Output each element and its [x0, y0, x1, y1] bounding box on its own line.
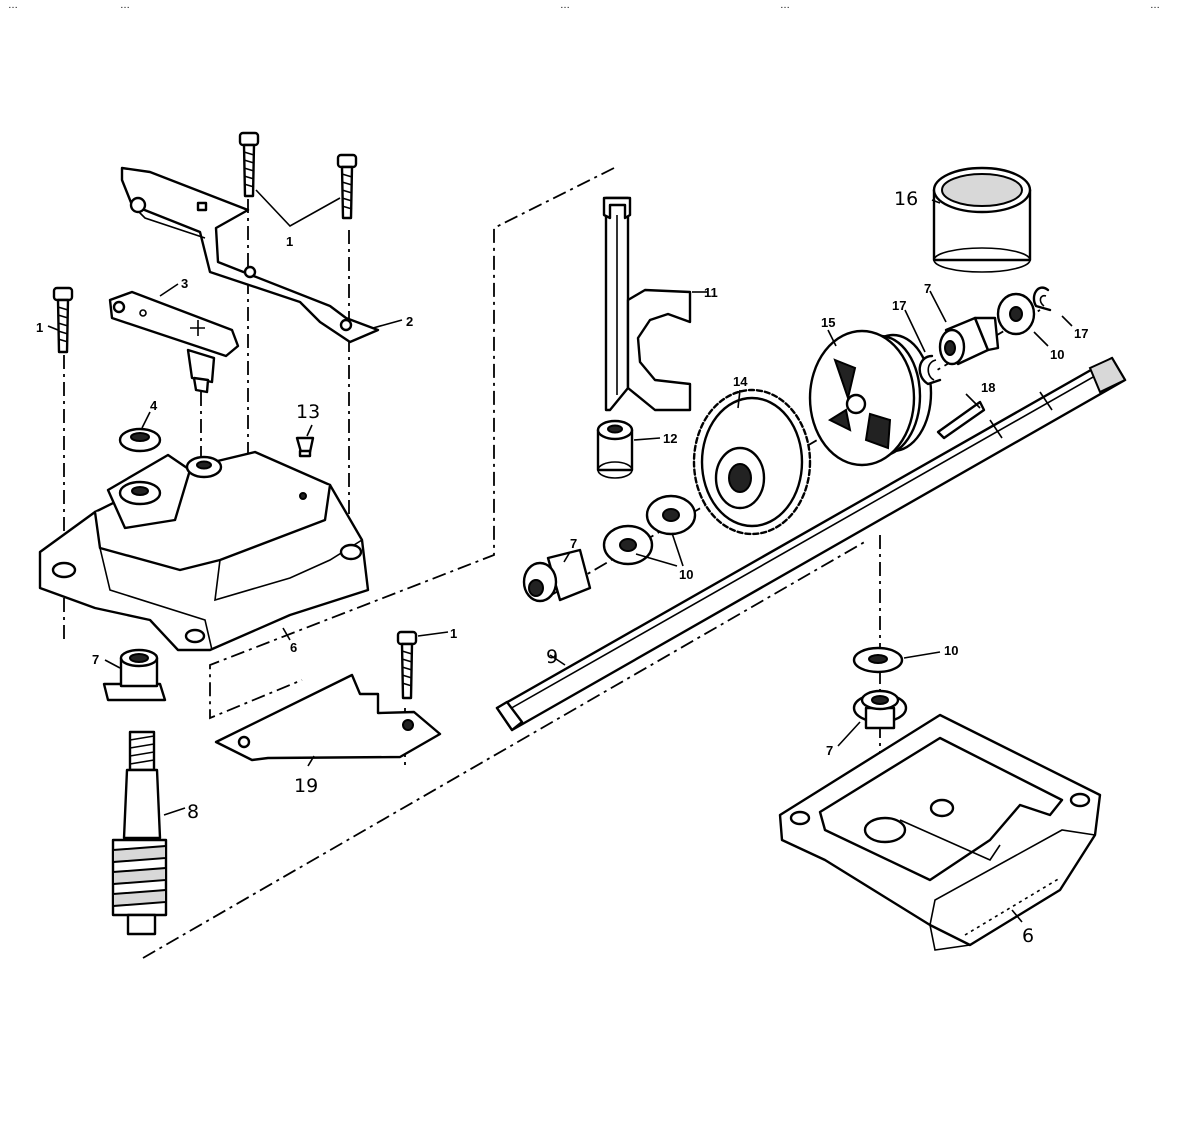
callout-15: 15 — [821, 315, 835, 330]
retaining-ring — [918, 354, 942, 386]
main-shaft — [495, 356, 1127, 732]
callout-10: 10 — [1050, 347, 1064, 362]
flanged-bushing — [938, 316, 1000, 366]
flanged-bushing — [522, 548, 592, 603]
worm-shaft — [111, 730, 168, 936]
callout-7: 7 — [92, 652, 99, 667]
callout-14: 14 — [733, 374, 748, 389]
callout-11: 11 — [704, 285, 718, 300]
lower-housing — [778, 713, 1102, 951]
washer — [118, 427, 162, 453]
spur-gear — [692, 388, 812, 536]
flanged-bushing — [102, 648, 167, 702]
callout-16: 16 — [894, 188, 918, 210]
callout-7: 7 — [826, 743, 833, 758]
top-bracket — [120, 166, 380, 344]
callout-3: 3 — [181, 276, 188, 291]
callout-1: 1 — [450, 626, 457, 641]
shift-plate — [214, 673, 442, 762]
header-fragment: … — [560, 0, 570, 11]
callout-6: 6 — [1022, 925, 1034, 947]
thrust-washer — [645, 494, 697, 536]
header-fragment: … — [8, 0, 18, 11]
callout-10: 10 — [944, 643, 958, 658]
header-fragment: … — [780, 0, 790, 11]
callout-2: 2 — [406, 314, 413, 329]
callout-17: 17 — [892, 298, 906, 313]
callout-labels: 1 1 1 2 3 4 6 6 7 7 7 7 8 9 10 10 10 11 … — [36, 188, 1088, 947]
pulley — [808, 329, 933, 467]
callout-17: 17 — [1074, 326, 1088, 341]
leader-lines — [47, 189, 1073, 923]
callout-1: 1 — [36, 320, 43, 335]
callout-10: 10 — [679, 567, 693, 582]
callout-7: 7 — [570, 536, 577, 551]
key — [936, 400, 986, 440]
retaining-ring — [1032, 286, 1052, 312]
callout-12: 12 — [663, 431, 677, 446]
sleeve — [932, 166, 1032, 273]
thrust-washer — [996, 292, 1036, 336]
shifter-fork — [602, 196, 692, 412]
callout-1: 1 — [286, 234, 293, 249]
callout-8: 8 — [187, 801, 199, 823]
callout-13: 13 — [296, 401, 320, 423]
thrust-washer — [602, 524, 654, 566]
callout-6: 6 — [290, 640, 297, 655]
upper-housing — [38, 450, 370, 652]
header-fragment: … — [1150, 0, 1160, 11]
callout-7: 7 — [924, 281, 931, 296]
header-fragment: … — [120, 0, 130, 11]
header-strip: … … … … … — [8, 0, 1160, 11]
callout-4: 4 — [150, 398, 158, 413]
screw — [336, 153, 358, 220]
screw — [52, 286, 74, 354]
plug — [295, 436, 315, 458]
screw — [396, 630, 418, 700]
callout-18: 18 — [981, 380, 995, 395]
callout-19: 19 — [294, 775, 318, 797]
flanged-bushing — [852, 689, 908, 730]
callout-9: 9 — [546, 646, 558, 668]
screw — [238, 131, 260, 198]
pin-bushing — [596, 419, 634, 479]
thrust-washer — [852, 646, 904, 674]
shift-lever — [108, 290, 240, 394]
